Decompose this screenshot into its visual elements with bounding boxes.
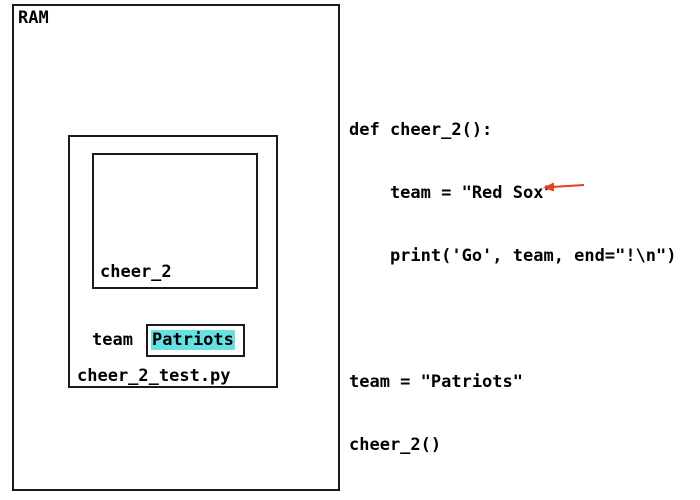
code-line-2: team = "Red Sox" bbox=[349, 183, 554, 203]
code-line-4 bbox=[349, 309, 677, 330]
function-frame bbox=[92, 153, 258, 289]
code-listing: def cheer_2(): team = "Red Sox" print('G… bbox=[349, 78, 677, 477]
code-line-1: def cheer_2(): bbox=[349, 120, 493, 140]
code-line-5: team = "Patriots" bbox=[349, 372, 523, 392]
code-line-6: cheer_2() bbox=[349, 435, 442, 455]
ram-label: RAM bbox=[18, 8, 49, 28]
variable-name: team bbox=[92, 330, 133, 350]
variable-value: Patriots bbox=[151, 330, 235, 350]
code-line-3: print('Go', team, end="!\n") bbox=[349, 246, 677, 266]
current-line-arrow-icon bbox=[543, 182, 585, 192]
function-frame-label: cheer_2 bbox=[100, 262, 172, 282]
variable-value-box: Patriots bbox=[146, 324, 245, 357]
module-frame-label: cheer_2_test.py bbox=[77, 366, 231, 386]
